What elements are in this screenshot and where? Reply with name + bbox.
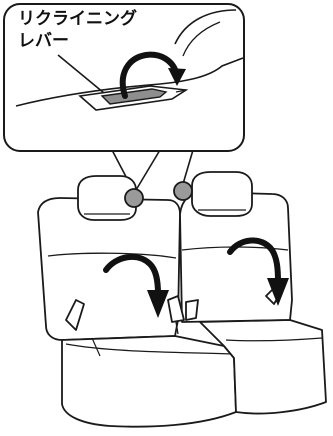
recline-lever-label-line1: リクライニング (18, 8, 137, 30)
left-seat-cushion (62, 336, 236, 427)
callout-connector-middle (136, 150, 160, 190)
right-headrest (192, 172, 252, 216)
left-lever-location-marker (125, 189, 143, 207)
recline-lever-label-line2: レバー (18, 30, 69, 52)
right-lever-location-marker (174, 182, 192, 200)
rear-seat (38, 172, 326, 427)
callout-connector-right (183, 150, 193, 184)
